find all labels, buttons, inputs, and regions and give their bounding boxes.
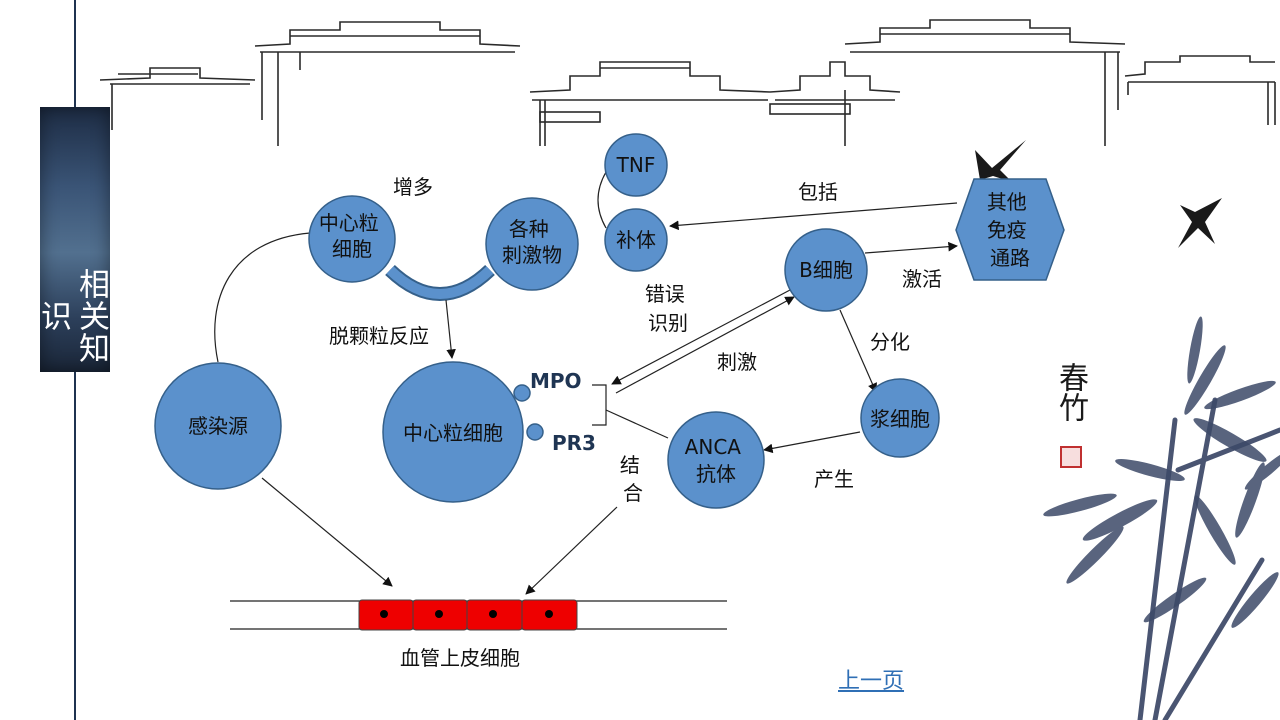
- roofline-decor: [99, 19, 1276, 146]
- bamboo-decor: [1043, 316, 1280, 720]
- label-stimulate: 刺激: [717, 350, 757, 374]
- mpo-antigen: [513, 384, 531, 402]
- misrecognition-line2: 识别: [648, 311, 688, 335]
- stimuli-node: [485, 197, 579, 291]
- pr3-antigen: [526, 423, 544, 441]
- mpo-label: MPO: [530, 369, 582, 393]
- other-pathways-line3: 通路: [990, 246, 1030, 270]
- swallow-icon: [975, 140, 1026, 182]
- bind-line2: 合: [623, 481, 643, 505]
- neutrophil-top-label: 中心粒 细胞: [319, 211, 385, 261]
- neutrophil-main-node: [382, 361, 524, 503]
- prev-page-link[interactable]: 上一页: [838, 669, 905, 694]
- tnf-label: TNF: [616, 153, 656, 177]
- link-infection-to-neutrophil: [214, 232, 311, 363]
- stimuli-line2: 刺激物: [502, 243, 562, 267]
- other-pathways-line2: 免疫: [987, 218, 1027, 242]
- label-bind: 结 合: [620, 453, 646, 505]
- other-pathways-node: [955, 178, 1065, 281]
- infection-source-label: 感染源: [188, 414, 248, 438]
- neutrophil-top-line2: 细胞: [332, 237, 372, 261]
- neutrophil-top-line1: 中心粒: [319, 211, 379, 235]
- neutrophil-main-label: 中心粒细胞: [403, 421, 503, 445]
- section-title: 相关知识: [35, 267, 109, 364]
- label-increase: 增多: [393, 175, 433, 199]
- link-antigens-to-anca: [605, 409, 669, 439]
- plasma-cell-node: [860, 378, 940, 458]
- seal-stamp-icon: [1060, 446, 1082, 468]
- endothelial-cells: [358, 599, 578, 631]
- label-degranulation: 脱颗粒反应: [329, 324, 429, 348]
- stimuli-line1: 各种: [509, 217, 549, 241]
- arrow-differentiate: [839, 309, 877, 393]
- anca-antibody-node: [667, 411, 765, 509]
- arrow-include: [669, 202, 958, 231]
- connectors: [214, 171, 958, 595]
- swallow-icon: [1178, 198, 1222, 248]
- cell-nucleus: [380, 610, 388, 618]
- bracket-antigens: [592, 384, 607, 426]
- arrow-misrecognition: [611, 289, 791, 385]
- label-misrecognition: 错误 识别: [645, 282, 691, 335]
- cell-nucleus: [435, 610, 443, 618]
- anca-line2: 抗体: [696, 462, 736, 486]
- arrow-degranulation: [445, 299, 456, 359]
- cell-nucleus: [489, 610, 497, 618]
- label-produce: 产生: [814, 467, 854, 491]
- label-differentiate: 分化: [870, 330, 910, 354]
- pr3-label: PR3: [552, 431, 596, 455]
- bind-line1: 结: [620, 453, 640, 477]
- plasma-cell-label: 浆细胞: [870, 407, 930, 431]
- b-cell-label: B细胞: [799, 258, 853, 282]
- tnf-node: [604, 133, 668, 197]
- complement-label: 补体: [616, 228, 656, 252]
- label-include: 包括: [798, 180, 838, 204]
- endothelium-label: 血管上皮细胞: [400, 646, 520, 670]
- neutrophil-top-node: [308, 195, 396, 283]
- arrow-bind-to-endothelium: [525, 506, 618, 595]
- arrow-infection-to-endothelium: [261, 477, 393, 587]
- arrow-produce: [763, 431, 861, 454]
- seal-calligraphy: 春竹: [1053, 362, 1088, 422]
- other-pathways-label: 其他 免疫 通路: [987, 190, 1033, 270]
- arc-connector-fill: [386, 266, 494, 299]
- anca-line1: ANCA: [685, 435, 742, 459]
- cell-nucleus: [545, 610, 553, 618]
- label-activate: 激活: [902, 267, 942, 291]
- infection-source-node: [154, 362, 282, 490]
- other-pathways-line1: 其他: [987, 190, 1027, 214]
- arrow-stimulate: [615, 296, 795, 394]
- stimuli-label: 各种 刺激物: [502, 217, 562, 267]
- section-tab: 相关知识: [35, 107, 110, 372]
- misrecognition-line1: 错误: [645, 282, 685, 306]
- complement-node: [604, 208, 668, 272]
- arrow-activate: [864, 241, 958, 254]
- anca-antibody-label: ANCA 抗体: [685, 435, 748, 486]
- brace-tnf-complement: [597, 171, 607, 229]
- blood-vessel: [230, 599, 727, 631]
- b-cell-node: [784, 228, 868, 312]
